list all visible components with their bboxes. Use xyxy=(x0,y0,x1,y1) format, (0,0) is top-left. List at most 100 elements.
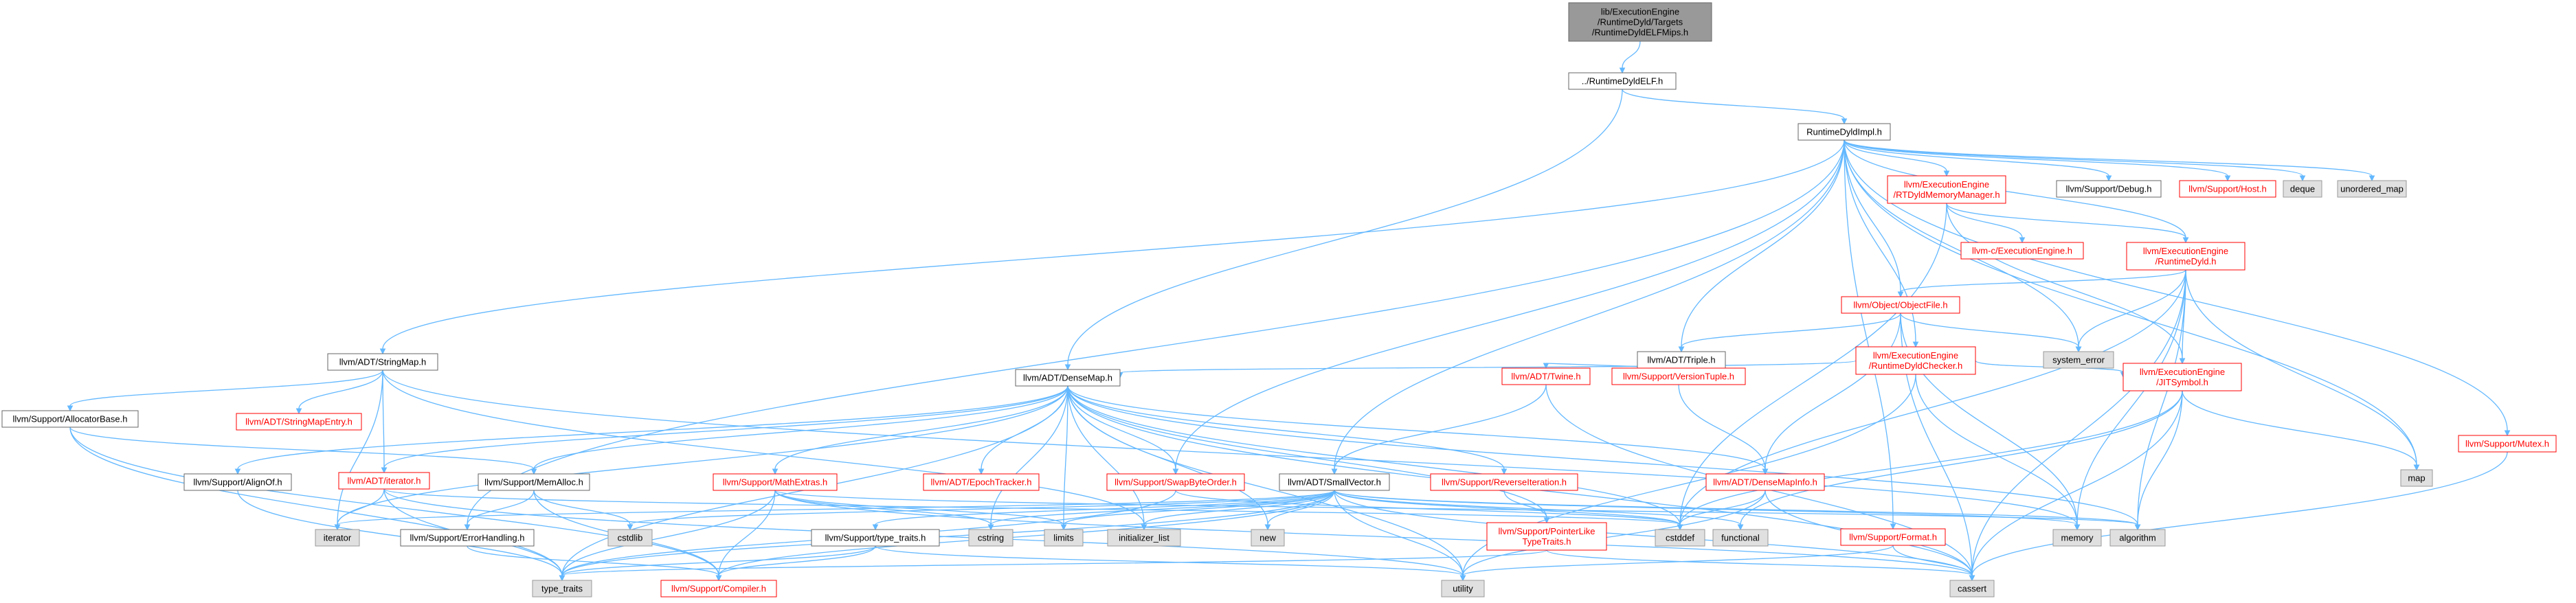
dependency-edge xyxy=(875,545,1464,576)
edge-arrowhead xyxy=(1172,468,1179,475)
node-algorithm[interactable]: algorithm xyxy=(2109,529,2166,547)
node-label: map xyxy=(2408,473,2425,483)
node-jitsymbol[interactable]: llvm/ExecutionEngine/JITSymbol.h xyxy=(2123,363,2242,391)
node-box xyxy=(236,413,362,431)
node-swapbyteorder[interactable]: llvm/Support/SwapByteOrder.h xyxy=(1106,473,1245,491)
dependency-edge xyxy=(1844,139,2109,177)
dependency-edge xyxy=(533,490,631,525)
node-objectfile[interactable]: llvm/Object/ObjectFile.h xyxy=(1841,296,1960,314)
node-stringmap[interactable]: llvm/ADT/StringMap.h xyxy=(327,353,438,371)
node-debug[interactable]: llvm/Support/Debug.h xyxy=(2056,180,2162,198)
node-label: llvm-c/ExecutionEngine.h xyxy=(1972,246,2072,256)
node-alignof[interactable]: llvm/Support/AlignOf.h xyxy=(183,473,292,491)
dependency-edge xyxy=(1844,139,1894,525)
node-label: llvm/ADT/DenseMapInfo.h xyxy=(1713,477,1817,488)
node-box xyxy=(532,580,592,598)
node-box xyxy=(1501,367,1591,385)
node-initializer-list[interactable]: initializer_list xyxy=(1107,529,1181,547)
node-stringmapentry[interactable]: llvm/ADT/StringMapEntry.h xyxy=(236,413,362,431)
node-system-error[interactable]: system_error xyxy=(2043,351,2114,369)
node-cstring[interactable]: cstring xyxy=(968,529,1013,547)
node-label: llvm/ExecutionEngine xyxy=(2140,367,2225,377)
dependency-edge xyxy=(382,369,2078,525)
node-twine[interactable]: llvm/ADT/Twine.h xyxy=(1501,367,1591,385)
node-new[interactable]: new xyxy=(1251,529,1285,547)
dependency-edge xyxy=(337,385,1068,525)
node-mathextras[interactable]: llvm/Support/MathExtras.h xyxy=(713,473,838,491)
edge-arrowhead xyxy=(2075,346,2082,353)
dependency-edge xyxy=(382,369,1145,525)
node-versiontuple[interactable]: llvm/Support/VersionTuple.h xyxy=(1611,367,1746,385)
node-adt-iterator[interactable]: llvm/ADT/iterator.h xyxy=(338,472,430,490)
node-box xyxy=(1107,529,1181,547)
edge-arrowhead xyxy=(530,468,537,475)
edge-arrowhead xyxy=(1912,341,1919,348)
node-limits[interactable]: limits xyxy=(1044,529,1084,547)
node-cassert[interactable]: cassert xyxy=(1949,580,1995,598)
dependency-edge xyxy=(1462,490,1766,576)
dependency-edge xyxy=(467,139,1845,525)
node-compiler[interactable]: llvm/Support/Compiler.h xyxy=(660,580,777,598)
edge-arrowhead xyxy=(2134,524,2141,531)
node-cstddef[interactable]: cstddef xyxy=(1655,529,1705,547)
node-rtdyld-elf[interactable]: ../RuntimeDyldELF.h xyxy=(1568,72,1677,90)
node-format[interactable]: llvm/Support/Format.h xyxy=(1840,528,1946,546)
dependency-edge xyxy=(1892,545,1973,576)
node-c-ee[interactable]: llvm-c/ExecutionEngine.h xyxy=(1960,242,2084,260)
node-densemap[interactable]: llvm/ADT/DenseMap.h xyxy=(1015,369,1121,387)
node-box xyxy=(1251,529,1285,547)
node-rtdyld-memmgr[interactable]: llvm/ExecutionEngine/RTDyldMemoryManager… xyxy=(1887,175,2006,204)
node-cstdlib[interactable]: cstdlib xyxy=(607,529,653,547)
dependency-edge xyxy=(1844,139,2303,177)
dependency-edge xyxy=(1900,312,2078,525)
dependency-edge xyxy=(561,545,876,576)
node-host[interactable]: llvm/Support/Host.h xyxy=(2179,180,2276,198)
node-box xyxy=(1441,580,1485,598)
node-deque[interactable]: deque xyxy=(2283,180,2322,198)
node-label: llvm/Support/AlignOf.h xyxy=(193,477,282,488)
node-functional[interactable]: functional xyxy=(1712,529,1769,547)
node-label: llvm/Support/MathExtras.h xyxy=(723,477,827,488)
node-errorhandling[interactable]: llvm/Support/ErrorHandling.h xyxy=(400,529,535,547)
node-epochtracker[interactable]: llvm/ADT/EpochTracker.h xyxy=(923,473,1040,491)
edge-arrowhead xyxy=(1331,468,1338,475)
node-rtdyld-impl[interactable]: RuntimeDyldImpl.h xyxy=(1797,123,1891,141)
node-label: type_traits xyxy=(541,584,583,594)
node-label: TypeTraits.h xyxy=(1522,536,1571,547)
node-unordered-map[interactable]: unordered_map xyxy=(2337,180,2407,198)
node-type-traits[interactable]: type_traits xyxy=(532,580,592,598)
node-mutex[interactable]: llvm/Support/Mutex.h xyxy=(2458,435,2557,453)
node-label: llvm/Support/type_traits.h xyxy=(825,533,926,543)
node-triple[interactable]: llvm/ADT/Triple.h xyxy=(1637,351,1726,369)
dependency-edge xyxy=(1844,139,1947,172)
node-root[interactable]: lib/ExecutionEngine/RuntimeDyld/Targets/… xyxy=(1568,2,1712,42)
node-label: cassert xyxy=(1958,584,1986,594)
node-map[interactable]: map xyxy=(2400,469,2433,487)
node-label: RuntimeDyldImpl.h xyxy=(1806,127,1882,137)
node-label: /RuntimeDyldELFMips.h xyxy=(1592,27,1688,38)
dependency-edge xyxy=(237,385,1068,470)
dependency-edge xyxy=(1334,139,1845,470)
dependency-edge xyxy=(1063,385,1068,525)
node-label: llvm/Object/ObjectFile.h xyxy=(1853,300,1947,310)
node-smallvector[interactable]: llvm/ADT/SmallVector.h xyxy=(1279,473,1390,491)
node-utility[interactable]: utility xyxy=(1441,580,1485,598)
node-rtdyld-checker[interactable]: llvm/ExecutionEngine/RuntimeDyldChecker.… xyxy=(1855,346,1976,375)
node-label: unordered_map xyxy=(2340,184,2404,194)
node-reverseiteration[interactable]: llvm/Support/ReverseIteration.h xyxy=(1430,473,1578,491)
edge-arrowhead xyxy=(2182,237,2189,244)
dependency-edge xyxy=(1503,490,1547,519)
node-box xyxy=(183,473,292,491)
edge-arrowhead xyxy=(1619,67,1626,74)
dependency-edge xyxy=(1622,41,1641,69)
node-memory[interactable]: memory xyxy=(2052,529,2102,547)
dependency-edge xyxy=(1143,490,1335,525)
node-type-traits-h[interactable]: llvm/Support/type_traits.h xyxy=(811,529,940,547)
node-memalloc[interactable]: llvm/Support/MemAlloc.h xyxy=(478,473,590,491)
node-allocatorbase[interactable]: llvm/Support/AllocatorBase.h xyxy=(1,410,139,428)
node-densemapinfo[interactable]: llvm/ADT/DenseMapInfo.h xyxy=(1705,473,1825,491)
node-iterator[interactable]: iterator xyxy=(315,529,360,547)
node-ee-rtdyld[interactable]: llvm/ExecutionEngine/RuntimeDyld.h xyxy=(2126,242,2245,271)
node-label: /RTDyldMemoryManager.h xyxy=(1893,190,2000,200)
